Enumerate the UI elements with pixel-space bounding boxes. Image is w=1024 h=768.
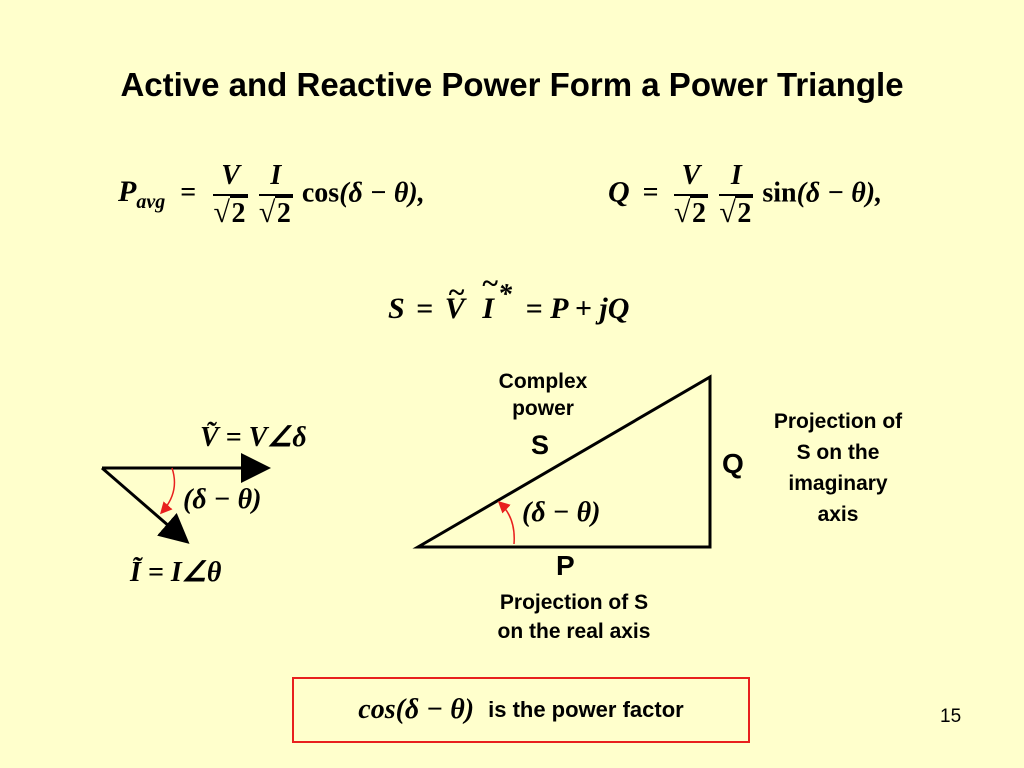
power-factor-expr: cos(δ − θ) [358,694,475,725]
complex-power-label: Complex power [498,370,588,420]
power-factor-text: is the power factor [488,697,684,722]
q-projection-desc: Projection of S on the imaginary axis [773,410,903,526]
q-lhs: Q [608,175,630,209]
p-projection-desc: Projection of S on the real axis [497,591,651,643]
pavg-equation: Pavg = V √2 I √2 cos(δ − θ), [118,160,425,230]
i-phasor-arrow [101,466,190,544]
s-rhs: = P + jQ [525,292,630,325]
q-equation: Q = V √2 I √2 sin(δ − θ), [608,160,882,230]
pavg-frac-v: V √2 [213,160,248,230]
q-frac-v: V √2 [673,160,709,230]
triangle-angle-label: (δ − θ) [522,497,601,528]
s-symbol: S [531,430,550,460]
pavg-arg: (δ − θ), [339,177,425,209]
power-triangle [412,374,712,549]
triangle-shape [412,374,712,549]
power-factor-box: cos(δ − θ) is the power factor [292,677,750,743]
q-sin: sin [762,177,797,209]
q-arg: (δ − θ), [796,177,883,209]
triangle-angle-arc [497,500,515,545]
slide-title: Active and Reactive Power Form a Power T… [120,66,904,103]
s-i-tilde: ~I* [482,267,512,325]
p-symbol: P [556,550,575,581]
phasor-angle-arc [159,467,176,515]
s-equation: S = ~V ~I* = P + jQ [388,267,630,326]
phasor-angle-label: (δ − θ) [183,484,262,515]
pavg-equals: = [180,177,197,209]
s-lhs: S [388,292,405,325]
s-v-tilde: ~V [444,276,465,325]
q-symbol: Q [722,448,744,479]
s-equals: = [416,292,434,325]
q-frac-i: I √2 [719,160,754,229]
phasor-diagram [101,453,271,544]
pavg-lhs: Pavg [118,175,166,214]
q-equals: = [642,177,659,209]
i-phasor-label: Ĩ = I∠θ [130,557,222,588]
page-number: 15 [940,706,962,727]
v-phasor-label: Ṽ = V∠δ [200,422,307,453]
pavg-frac-i: I √2 [258,160,293,229]
pavg-cos: cos [301,177,340,209]
